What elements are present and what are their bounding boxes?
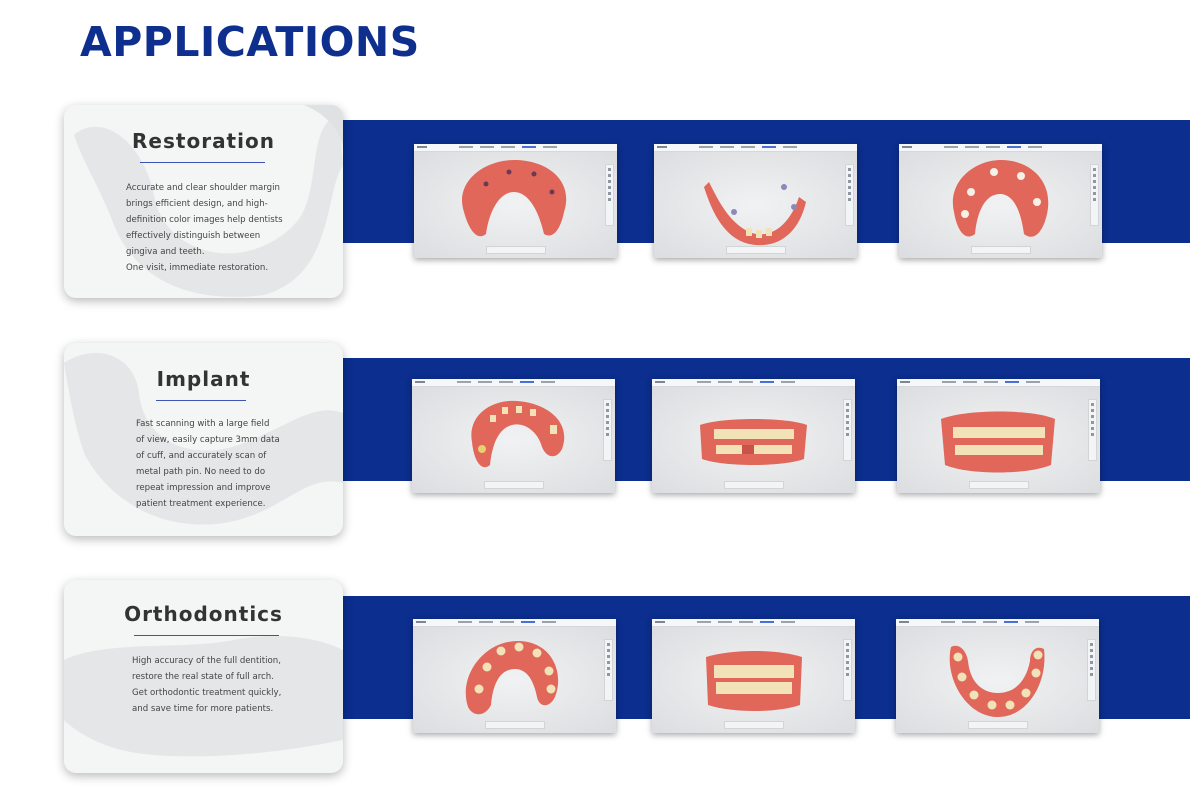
view-controls	[968, 721, 1028, 729]
arch-watermark-graphic	[64, 635, 343, 757]
view-controls	[484, 481, 544, 489]
view-controls	[485, 721, 545, 729]
dental-model-graphic	[949, 645, 1045, 717]
scan-app-toolbar	[652, 619, 855, 627]
tool-sidebar	[1087, 639, 1096, 701]
tool-sidebar	[845, 164, 854, 226]
scan-app-toolbar	[652, 379, 855, 387]
arch-watermark-graphic	[74, 105, 343, 297]
arch-watermark-graphic	[64, 353, 343, 525]
title-underline	[134, 635, 279, 636]
page-title: APPLICATIONS	[80, 18, 420, 66]
scan-app-toolbar	[899, 144, 1102, 152]
tool-sidebar	[843, 399, 852, 461]
scan-app-toolbar	[654, 144, 857, 152]
title-underline	[140, 162, 265, 163]
section-title: Orthodontics	[124, 602, 283, 626]
view-controls	[724, 481, 784, 489]
scan-screen-8	[652, 619, 855, 733]
section-card-restoration: Restoration Accurate and clear shoulder …	[64, 105, 343, 298]
tool-sidebar	[1090, 164, 1099, 226]
tool-sidebar	[603, 399, 612, 461]
view-controls	[726, 246, 786, 254]
scan-screen-2	[654, 144, 857, 258]
scan-screen-1	[414, 144, 617, 258]
section-description: Accurate and clear shoulder margin bring…	[126, 183, 283, 273]
scan-screen-4	[412, 379, 615, 493]
section-description: Fast scanning with a large field of view…	[136, 419, 280, 509]
tool-sidebar	[605, 164, 614, 226]
scan-screen-5	[652, 379, 855, 493]
view-controls	[969, 481, 1029, 489]
section-card-implant: Implant Fast scanning with a large field…	[64, 343, 343, 536]
scan-screen-7	[413, 619, 616, 733]
tool-sidebar	[604, 639, 613, 701]
section-card-orthodontics: Orthodontics High accuracy of the full d…	[64, 580, 343, 773]
scan-app-toolbar	[413, 619, 616, 627]
scan-app-toolbar	[897, 379, 1100, 387]
view-controls	[971, 246, 1031, 254]
section-title: Restoration	[132, 129, 275, 153]
dental-model-graphic	[700, 419, 807, 465]
view-controls	[724, 721, 784, 729]
dental-model-graphic	[706, 651, 802, 711]
scan-app-toolbar	[412, 379, 615, 387]
dental-model-graphic	[952, 160, 1049, 237]
dental-model-graphic	[471, 400, 565, 468]
section-title: Implant	[156, 367, 251, 391]
tool-sidebar	[843, 639, 852, 701]
scan-app-toolbar	[414, 144, 617, 152]
dental-model-graphic	[941, 411, 1055, 473]
dental-model-graphic	[465, 641, 559, 715]
scan-screen-3	[899, 144, 1102, 258]
scan-screen-9	[896, 619, 1099, 733]
scan-app-toolbar	[896, 619, 1099, 627]
section-description: High accuracy of the full dentition, res…	[132, 656, 282, 714]
title-underline	[156, 400, 246, 401]
dental-model-graphic	[704, 182, 806, 246]
view-controls	[486, 246, 546, 254]
tool-sidebar	[1088, 399, 1097, 461]
dental-model-graphic	[462, 160, 567, 237]
scan-screen-6	[897, 379, 1100, 493]
